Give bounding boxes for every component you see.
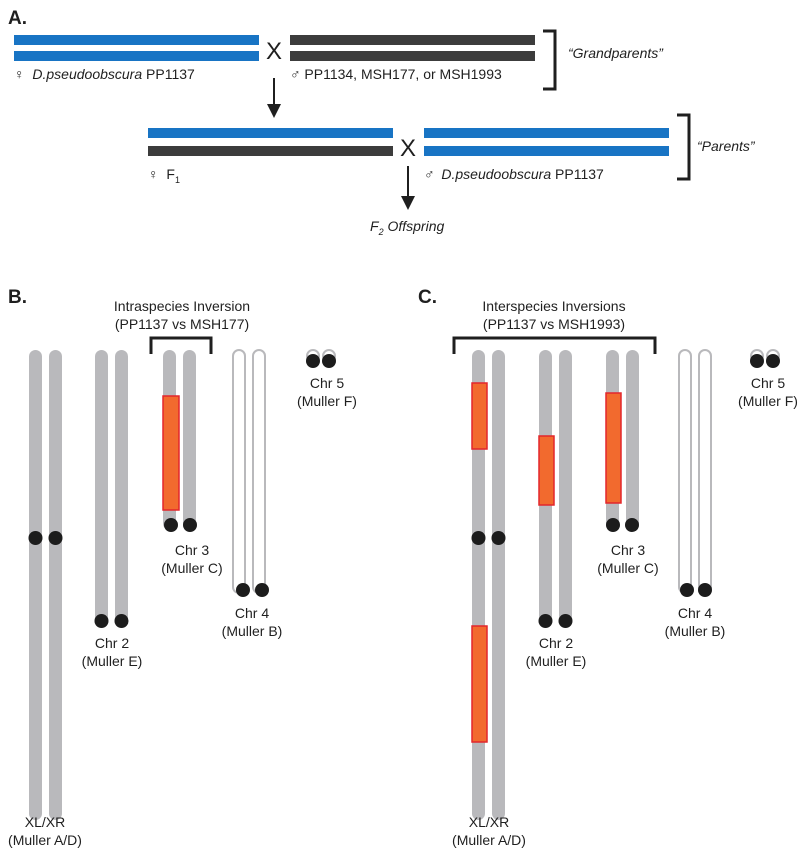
grandparent-female-chromosome-bottom [14, 51, 259, 61]
interspecies-inversions-bracket [452, 336, 657, 354]
centromere [94, 614, 109, 628]
parents-label: “Parents” [697, 138, 756, 154]
chr5-name: Chr 5 [310, 375, 344, 391]
f1-chromosome-top [148, 128, 393, 138]
chr-xl-muller: (Muller A/D) [452, 832, 526, 848]
interspecies-inversions-title: Interspecies Inversions [482, 298, 625, 314]
centromere [491, 531, 506, 545]
grandparent-female-label: ♀ D.pseudoobscura PP1137 [14, 66, 195, 82]
centromere [255, 583, 269, 597]
chr-xl-name: XL/XR [469, 814, 509, 830]
f1-chromosome-bottom [148, 146, 393, 156]
panel-c-label: C. [418, 287, 437, 308]
chromosome-4-pair [678, 349, 712, 597]
grandparent-female-strain: PP1137 [142, 66, 195, 82]
chr4-name: Chr 4 [678, 605, 712, 621]
grandparent-cross-symbol: X [266, 38, 282, 65]
male-icon: ♂ [424, 166, 435, 182]
centromere [606, 518, 620, 532]
intraspecies-inversion-title: Intraspecies Inversion [114, 298, 250, 314]
chr2-muller: (Muller E) [82, 653, 143, 669]
centromere [558, 614, 573, 628]
inversion-region [605, 392, 622, 504]
centromere [48, 531, 63, 545]
parent-cross-symbol: X [400, 135, 416, 162]
centromere [28, 531, 43, 545]
centromere [538, 614, 553, 628]
grandparent-male-chromosome-top [290, 35, 535, 45]
panel-a: A. X ♀ D.pseudoobscura PP1137 ♂ PP1134, … [8, 8, 756, 237]
inversion-region [162, 395, 180, 511]
centromere [698, 583, 712, 597]
inversion-region [471, 382, 488, 450]
chr5-name: Chr 5 [751, 375, 785, 391]
chr5-muller: (Muller F) [297, 393, 357, 409]
f1-text: F [166, 166, 175, 182]
chr3-name: Chr 3 [175, 542, 209, 558]
chr2-name: Chr 2 [539, 635, 573, 651]
f1-subscript: 1 [175, 175, 180, 185]
chromosome-5-pair [306, 349, 336, 368]
grandparent-male-chromosome-bottom [290, 51, 535, 61]
chromosome-3-pair [162, 350, 197, 532]
f1-label: ♀ F1 [148, 166, 180, 185]
chr4-muller: (Muller B) [222, 623, 283, 639]
centromere [471, 531, 486, 545]
panel-c: C. Interspecies Inversions (PP1137 vs MS… [418, 287, 798, 848]
chr3-muller: (Muller C) [597, 560, 658, 576]
centromere [183, 518, 197, 532]
female-icon: ♀ [148, 166, 159, 182]
parents-bracket [677, 113, 691, 181]
grandparent-female-chromosome-top [14, 35, 259, 45]
f2-offspring-label: F2 Offspring [370, 218, 444, 237]
intraspecies-inversion-subtitle: (PP1137 vs MSH177) [115, 316, 249, 332]
chromosome-xl-xr-pair [28, 350, 63, 820]
panel-a-label: A. [8, 8, 27, 29]
chr2-name: Chr 2 [95, 635, 129, 651]
chr3-muller: (Muller C) [161, 560, 222, 576]
chr-xl-muller: (Muller A/D) [8, 832, 82, 848]
chr5-muller: (Muller F) [738, 393, 798, 409]
centromere [164, 518, 178, 532]
chromosome-5-pair [750, 349, 780, 368]
panel-b: B. Intraspecies Inversion (PP1137 vs MSH… [8, 287, 357, 848]
parent-male-species: D.pseudoobscura [441, 166, 551, 182]
chromosome-4-pair [232, 349, 269, 597]
chromosome-2-pair [94, 350, 129, 628]
panel-b-label: B. [8, 287, 27, 308]
centromere [625, 518, 639, 532]
centromere [306, 354, 320, 368]
centromere [680, 583, 694, 597]
interspecies-inversions-subtitle: (PP1137 vs MSH1993) [483, 316, 625, 332]
grandparent-male-strains: PP1134, MSH177, or MSH1993 [301, 66, 503, 82]
inversion-region [538, 435, 555, 506]
parent-male-chromosome-bottom [424, 146, 669, 156]
chromosome-xl-xr-pair [471, 350, 506, 820]
centromere [766, 354, 780, 368]
centromere [114, 614, 129, 628]
grandparent-female-species: D.pseudoobscura [32, 66, 142, 82]
female-icon: ♀ [14, 66, 25, 82]
parent-male-chromosome-top [424, 128, 669, 138]
chr-xl-name: XL/XR [25, 814, 65, 830]
centromere [236, 583, 250, 597]
grandparents-label: “Grandparents” [568, 45, 664, 61]
grandparents-bracket [543, 29, 557, 91]
grandparent-male-label: ♂ PP1134, MSH177, or MSH1993 [290, 66, 502, 82]
chr3-name: Chr 3 [611, 542, 645, 558]
chromosome-2-pair [538, 350, 573, 628]
chromosome-3-pair [605, 350, 639, 532]
parent-male-strain: PP1137 [551, 166, 604, 182]
chr4-muller: (Muller B) [665, 623, 726, 639]
intraspecies-inversion-bracket [149, 336, 213, 354]
centromere [750, 354, 764, 368]
chr2-muller: (Muller E) [526, 653, 587, 669]
parent-male-label: ♂ D.pseudoobscura PP1137 [424, 166, 604, 182]
male-icon: ♂ [290, 66, 301, 82]
centromere [322, 354, 336, 368]
inversion-region [471, 625, 488, 743]
chr4-name: Chr 4 [235, 605, 269, 621]
